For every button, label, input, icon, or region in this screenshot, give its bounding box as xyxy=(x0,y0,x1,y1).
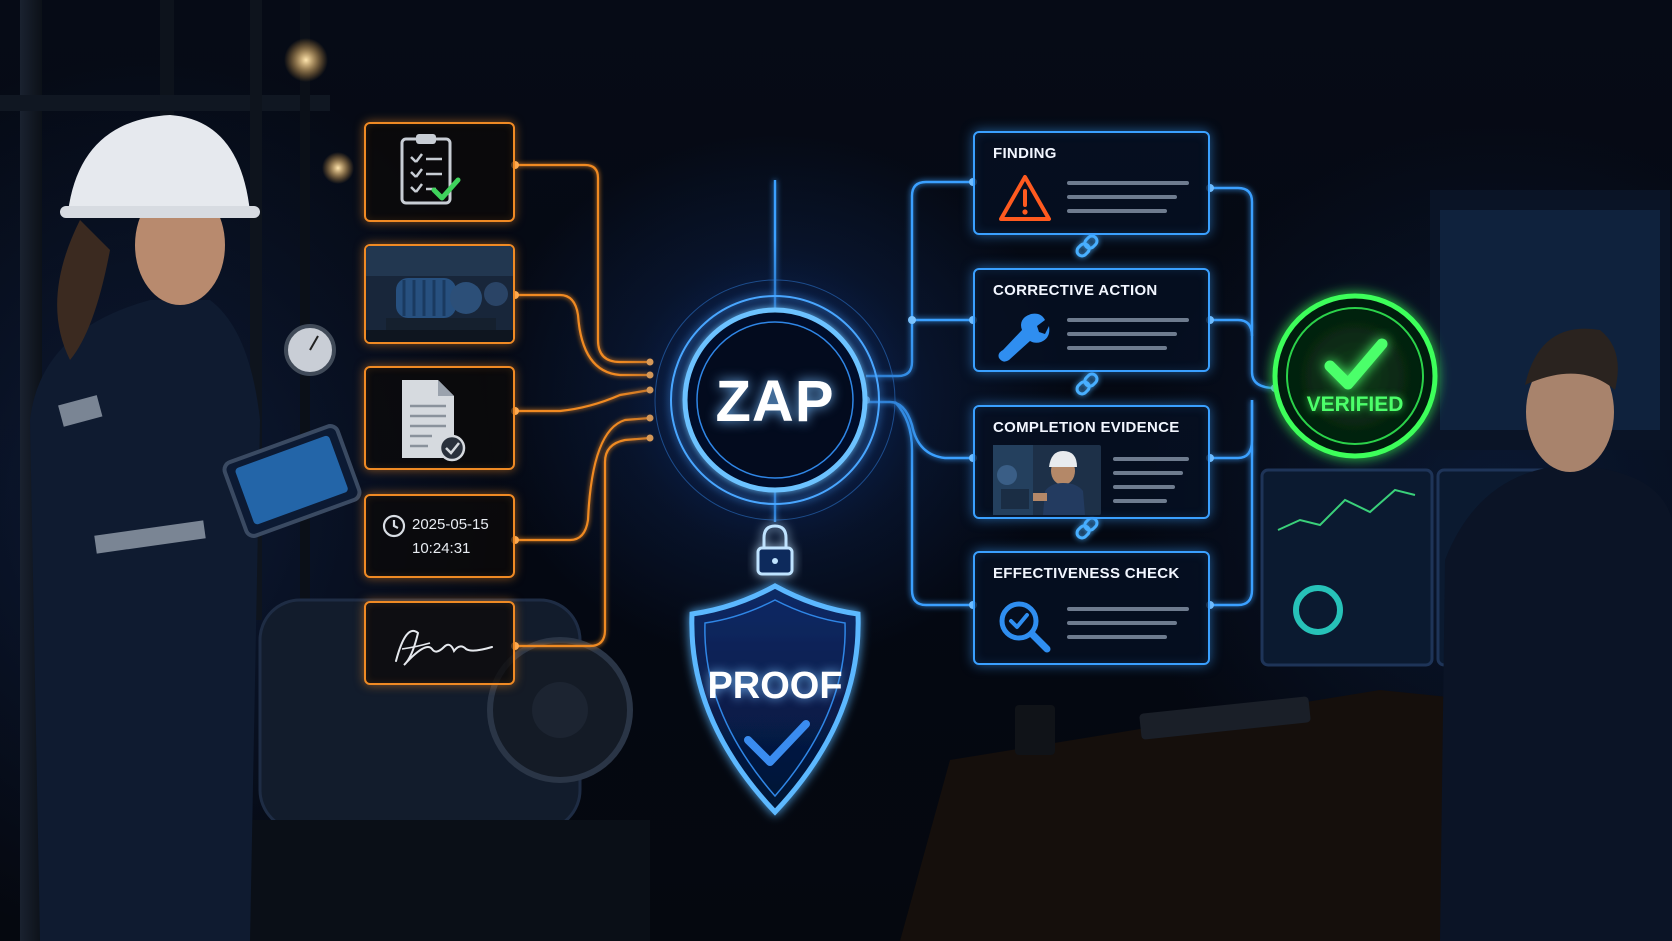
step-card-corrective-action: CORRECTIVE ACTION xyxy=(973,268,1210,372)
manager-body xyxy=(1440,465,1672,941)
gauge-needle xyxy=(309,335,319,351)
text-placeholder-line xyxy=(1067,195,1177,199)
chain-link-icon xyxy=(1075,516,1099,540)
step-title-corrective-action: CORRECTIVE ACTION xyxy=(993,282,1158,299)
hardhat xyxy=(68,115,250,212)
input-card-signature xyxy=(364,601,515,685)
connector-effectiveness-verified xyxy=(1210,400,1254,607)
technician-photo xyxy=(993,445,1101,515)
input-card-checklist xyxy=(364,122,515,222)
proof-label: PROOF xyxy=(707,665,843,707)
step-title-effectiveness-check: EFFECTIVENESS CHECK xyxy=(993,565,1180,582)
pipe xyxy=(0,95,330,111)
hardhat-brim xyxy=(60,206,260,218)
step-card-finding: FINDING xyxy=(973,131,1210,235)
timestamp-time: 10:24:31 xyxy=(412,540,471,557)
manager-face xyxy=(1526,352,1614,472)
connector-finding-verified xyxy=(1210,186,1276,390)
document-check-icon xyxy=(402,380,466,462)
checkmark-badge-icon xyxy=(1324,338,1388,390)
chain-link-icon xyxy=(1075,372,1099,396)
ceiling-lamp xyxy=(322,152,354,184)
monitor-gauge xyxy=(1293,585,1343,635)
text-placeholder-line xyxy=(1113,499,1167,503)
text-placeholder-line xyxy=(1067,607,1189,611)
step-card-completion-evidence: COMPLETION EVIDENCE xyxy=(973,405,1210,519)
connector-checklist xyxy=(515,163,650,364)
text-placeholder-line xyxy=(1067,635,1167,639)
text-placeholder-line xyxy=(1113,485,1175,489)
chain-link-icon xyxy=(1075,234,1099,258)
text-placeholder-line xyxy=(1067,181,1189,185)
reflective-stripe xyxy=(58,395,103,427)
text-placeholder-line xyxy=(1113,471,1183,475)
input-card-timestamp: 2025-05-15 10:24:31 xyxy=(364,494,515,578)
pump-base xyxy=(230,820,650,941)
connector-photo xyxy=(515,293,650,377)
monitor-chart xyxy=(1277,488,1416,531)
tablet-screen xyxy=(235,435,348,525)
keyboard xyxy=(1139,696,1311,740)
hub-label: ZAP xyxy=(715,369,835,434)
text-placeholder-line xyxy=(1067,318,1189,322)
checkmark-icon xyxy=(744,720,810,766)
step-card-effectiveness-check: EFFECTIVENESS CHECK xyxy=(973,551,1210,665)
connector-timestamp xyxy=(515,416,651,542)
text-placeholder-line xyxy=(1113,457,1189,461)
text-placeholder-line xyxy=(1067,621,1177,625)
ceiling-lamp xyxy=(284,38,328,82)
magnifier-check-icon xyxy=(999,601,1051,653)
verified-label: VERIFIED xyxy=(1306,393,1404,416)
step-title-finding: FINDING xyxy=(993,145,1057,162)
input-card-photo xyxy=(364,244,515,344)
step-title-completion-evidence: COMPLETION EVIDENCE xyxy=(993,419,1180,436)
wrench-icon xyxy=(998,313,1050,362)
worker-hair xyxy=(57,220,110,360)
pump-photo xyxy=(366,246,513,342)
warning-triangle-icon xyxy=(999,175,1051,221)
coffee-mug xyxy=(1015,705,1055,755)
clock-icon xyxy=(382,514,406,538)
checklist-icon xyxy=(400,134,461,205)
worker-body xyxy=(30,300,260,941)
monitor xyxy=(1260,468,1434,667)
text-placeholder-line xyxy=(1067,209,1167,213)
signature xyxy=(395,630,493,666)
timestamp-date: 2025-05-15 xyxy=(412,516,489,533)
connector-signature xyxy=(515,436,651,648)
text-placeholder-line xyxy=(1067,346,1167,350)
reflective-stripe xyxy=(94,520,206,554)
input-card-document xyxy=(364,366,515,470)
manager-hair xyxy=(1525,328,1618,390)
text-placeholder-line xyxy=(1067,332,1177,336)
connector-corrective-verified xyxy=(1210,318,1254,337)
pump-hub xyxy=(532,682,588,738)
